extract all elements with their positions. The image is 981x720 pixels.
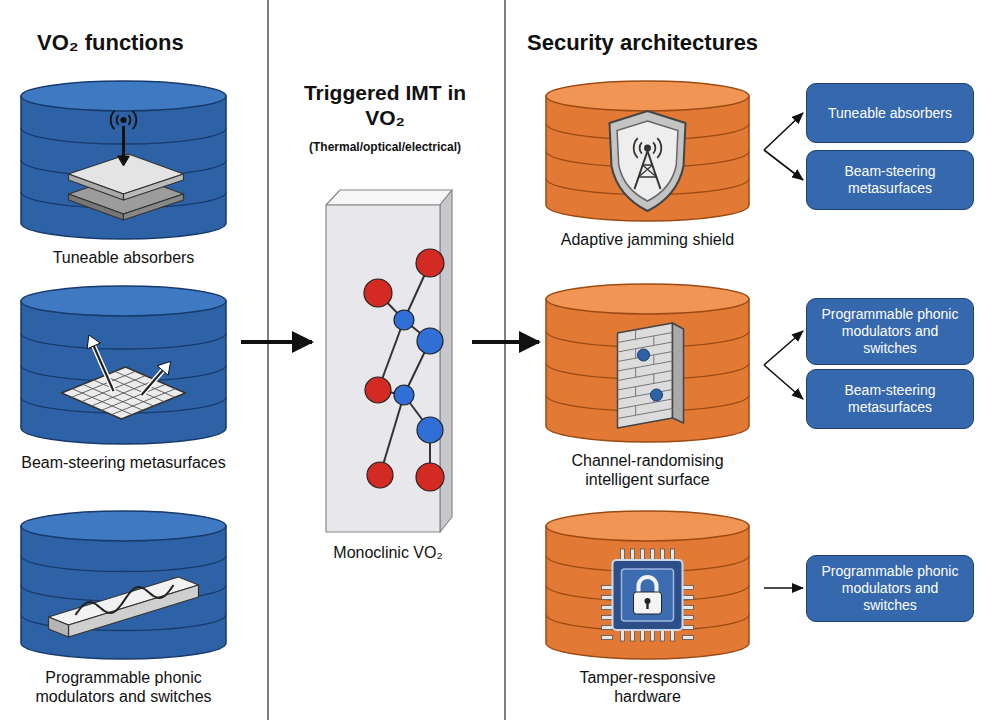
link-arrow — [764, 113, 803, 150]
flow-arrow — [472, 340, 539, 344]
oxygen-atom — [394, 385, 414, 405]
crystal-block: Monoclinic VO₂ — [318, 185, 458, 562]
shape — [545, 80, 750, 222]
shape — [545, 283, 750, 443]
function-cylinder: Programmable phonic modulators and switc… — [20, 510, 227, 706]
node-caption: Adaptive jamming shield — [545, 230, 750, 249]
shape — [545, 510, 750, 660]
function-box: Programmable phonic modulators and switc… — [806, 555, 974, 622]
shape — [20, 510, 227, 660]
wall-icon — [618, 323, 684, 428]
cylinder — [546, 511, 749, 659]
architecture-cylinder: Tamper-responsive hardware — [545, 510, 750, 706]
chip-icon — [602, 549, 694, 641]
shape — [20, 285, 227, 445]
absorber-icon — [69, 111, 184, 220]
node-caption: Beam-steering metasurfaces — [20, 453, 227, 472]
column-divider — [267, 0, 269, 720]
function-box: Beam-steering metasurfaces — [806, 150, 974, 210]
link-arrow — [764, 331, 803, 365]
node-caption: Tamper-responsive hardware — [545, 668, 750, 706]
function-cylinder: Beam-steering metasurfaces — [20, 285, 227, 472]
link-arrow — [764, 587, 803, 589]
architecture-cylinder: Channel-randomising intelligent surface — [545, 283, 750, 489]
vanadium-atom — [416, 463, 444, 491]
node-caption: Programmable phonic modulators and switc… — [20, 668, 227, 706]
shape — [318, 185, 458, 535]
link-arrow — [764, 150, 803, 180]
node-caption: Channel-randomising intelligent surface — [545, 451, 750, 489]
column-divider — [504, 0, 506, 720]
cylinder — [21, 511, 226, 659]
architecture-cylinder: Adaptive jamming shield — [545, 80, 750, 249]
column-heading: Security architectures — [527, 30, 827, 56]
function-box: Beam-steering metasurfaces — [806, 369, 974, 429]
box-text: Programmable phonic modulators and switc… — [815, 563, 965, 614]
function-box: Tuneable absorbers — [806, 83, 974, 143]
vanadium-atom — [367, 462, 393, 488]
node-caption: Monoclinic VO₂ — [318, 543, 458, 562]
node-caption: Tuneable absorbers — [20, 248, 227, 267]
box-text: Tuneable absorbers — [828, 105, 952, 122]
meta-icon — [62, 335, 186, 419]
vanadium-atom — [364, 279, 392, 307]
link-arrow — [764, 365, 803, 399]
trigger-note: (Thermal/optical/electrical) — [285, 140, 485, 154]
cylinder — [546, 284, 749, 442]
shield-icon — [610, 111, 686, 211]
vanadium-atom — [416, 249, 444, 277]
box-text: Programmable phonic modulators and switc… — [815, 306, 965, 357]
cylinder — [21, 286, 226, 444]
box-text: Beam-steering metasurfaces — [815, 163, 965, 197]
box-text: Beam-steering metasurfaces — [815, 382, 965, 416]
vo2-crystal — [326, 190, 452, 532]
oxygen-atom — [417, 417, 443, 443]
column-heading: VO₂ functions — [37, 30, 257, 56]
vanadium-atom — [365, 377, 391, 403]
function-box: Programmable phonic modulators and switc… — [806, 298, 974, 365]
cylinder — [21, 81, 226, 239]
flow-arrow — [241, 340, 312, 344]
oxygen-atom — [394, 310, 414, 330]
column-heading: Triggered IMT in VO₂ — [285, 80, 485, 130]
modulator-icon — [49, 577, 199, 637]
shape — [20, 80, 227, 240]
cylinder — [546, 81, 749, 221]
oxygen-atom — [417, 328, 443, 354]
function-cylinder: Tuneable absorbers — [20, 80, 227, 267]
